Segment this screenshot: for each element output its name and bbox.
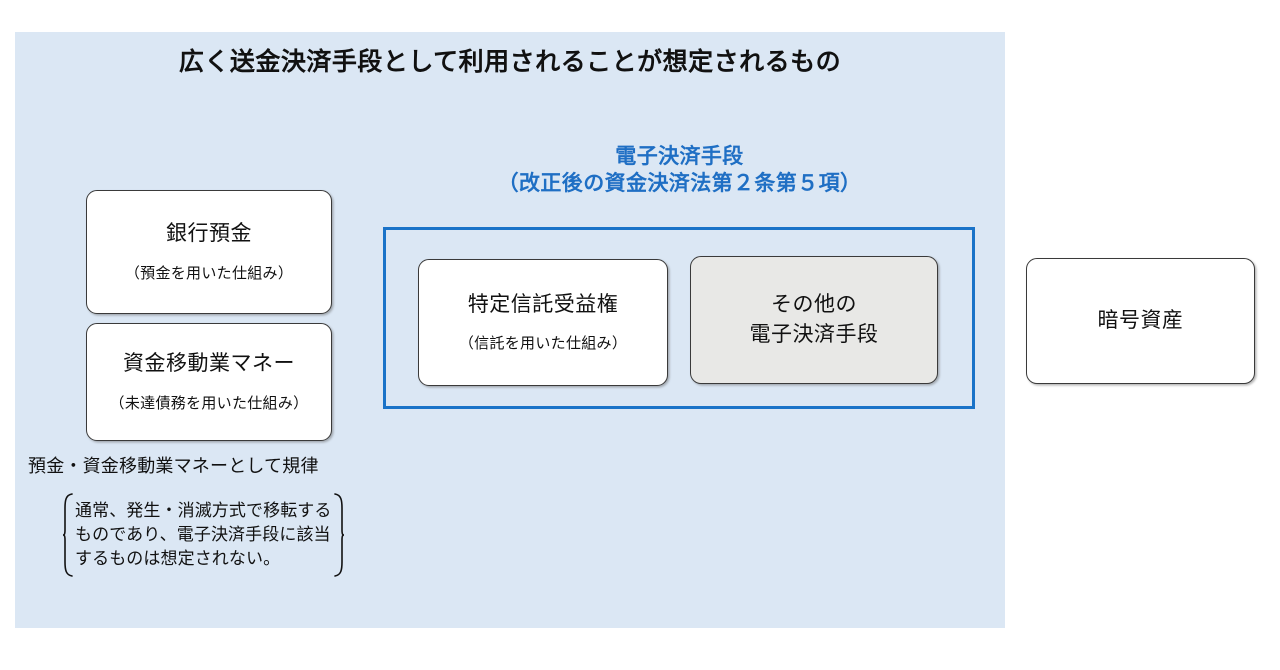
node-funds-transfer-money-subtitle: （未達債務を用いた仕組み） [109, 394, 309, 412]
regulation-note-line-1: 通常、発生・消滅方式で移転する [75, 500, 332, 520]
regulation-note-line-3: するものは想定されない。 [75, 549, 281, 569]
regulation-caption: 預金・資金移動業マネーとして規律 [28, 456, 319, 476]
node-other-electronic-payment-instruments-title-line-1: その他の [771, 292, 857, 316]
node-funds-transfer-money[interactable]: 資金移動業マネー （未達債務を用いた仕組み） [86, 323, 332, 441]
emoney-group-frame [383, 227, 975, 409]
regulation-note-text: 通常、発生・消滅方式で移転する ものであり、電子決済手段に該当 するものは想定さ… [73, 499, 334, 571]
node-funds-transfer-money-title: 資金移動業マネー [123, 352, 295, 376]
node-specified-trust-beneficiary-right-title: 特定信託受益権 [467, 292, 619, 316]
node-other-electronic-payment-instruments-title-line-2: 電子決済手段 [749, 323, 879, 346]
right-curly-bracket-icon [333, 493, 344, 577]
node-specified-trust-beneficiary-right[interactable]: 特定信託受益権 （信託を用いた仕組み） [418, 259, 668, 386]
node-crypto-asset-title: 暗号資産 [1097, 308, 1184, 332]
regulation-note: 通常、発生・消滅方式で移転する ものであり、電子決済手段に該当 するものは想定さ… [62, 492, 344, 578]
node-bank-deposit[interactable]: 銀行預金 （預金を用いた仕組み） [86, 190, 332, 314]
node-bank-deposit-subtitle: （預金を用いた仕組み） [124, 264, 294, 282]
emoney-group-header-line-1: 電子決済手段 [615, 145, 744, 168]
page-title: 広く送金決済手段として利用されることが想定されるもの [178, 48, 842, 76]
node-specified-trust-beneficiary-right-subtitle: （信託を用いた仕組み） [458, 335, 628, 353]
node-crypto-asset[interactable]: 暗号資産 [1026, 258, 1255, 384]
emoney-group-header-line-2: （改正後の資金決済法第２条第５項） [497, 172, 862, 196]
node-other-electronic-payment-instruments[interactable]: その他の 電子決済手段 [690, 256, 938, 384]
regulation-note-line-2: ものであり、電子決済手段に該当 [75, 524, 331, 544]
node-bank-deposit-title: 銀行預金 [166, 222, 252, 246]
emoney-group-header: 電子決済手段 （改正後の資金決済法第２条第５項） [383, 143, 976, 198]
left-curly-bracket-icon [62, 493, 73, 577]
